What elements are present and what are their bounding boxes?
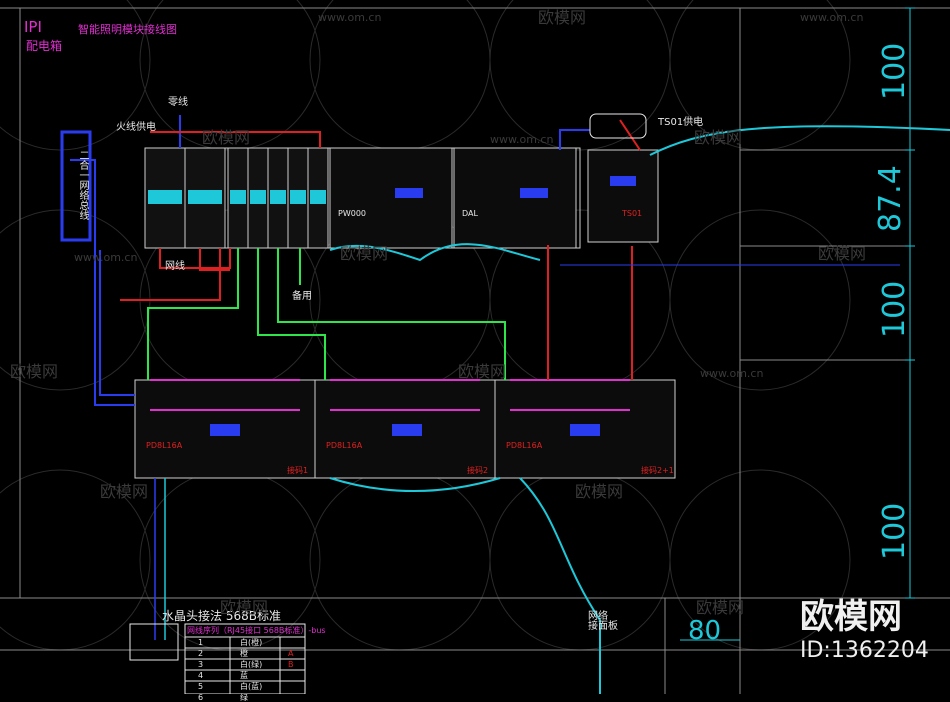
rj45-cell-sig: B <box>288 660 294 669</box>
cabinet-label: 配电箱 <box>26 39 63 53</box>
wires <box>70 115 900 640</box>
brand-logo: 欧模网 <box>800 597 902 637</box>
dimension-lines <box>680 7 915 641</box>
watermark-brand: 欧模网 <box>694 128 743 147</box>
rj45-cell-no: 3 <box>198 660 204 669</box>
crystal-head-title: 水晶头接法 568B标准 <box>162 609 281 623</box>
sheet-frame <box>0 7 950 694</box>
address-3: 接码2+1 <box>641 466 674 475</box>
watermark-brand: 欧模网 <box>202 128 251 147</box>
dimension-80: 80 <box>688 616 722 646</box>
rj45-cell-color: 绿 <box>240 693 248 702</box>
rj45-cell-color: 白(橙) <box>240 638 263 647</box>
watermark-brand: 欧模网 <box>340 244 389 263</box>
bus-note-label: 二合一网络总线 <box>77 150 88 220</box>
watermark-brand: 欧模网 <box>538 8 587 27</box>
rj45-cell-color: 白(蓝) <box>240 682 263 691</box>
dimension-middle: 100 <box>877 280 912 338</box>
watermark-brand: 欧模网 <box>818 244 867 263</box>
watermark-url: www.om.cn <box>700 367 764 380</box>
dimension-top: 100 <box>877 42 912 100</box>
rj45-cell-no: 5 <box>198 682 204 691</box>
watermark-brand: 欧模网 <box>696 598 745 617</box>
rj45-table-grid <box>184 623 306 694</box>
watermark-brand: 欧模网 <box>575 482 624 501</box>
module-2-name: PD8L16A <box>326 441 363 450</box>
watermark-url: www.om.cn <box>74 251 138 264</box>
neutral-label: 零线 <box>168 97 188 108</box>
rj45-icon <box>129 623 179 661</box>
dal-module-name: DAL <box>462 209 478 218</box>
watermark-brand: 欧模网 <box>458 362 507 381</box>
watermark-brand: 欧模网 <box>100 482 149 501</box>
watermark-url: www.om.cn <box>490 133 554 146</box>
watermark-url: www.om.cn <box>318 11 382 24</box>
ipi-label: IPI <box>24 18 42 36</box>
ts01-supply-label: TS01供电 <box>658 117 704 128</box>
address-1: 接码1 <box>287 466 309 475</box>
watermark-brand: 欧模网 <box>220 598 269 617</box>
drawing-title: 智能照明模块接线图 <box>78 23 177 36</box>
ts01-module-name: TS01 <box>622 209 643 218</box>
module-1-name: PD8L16A <box>146 441 183 450</box>
rj45-cell-no: 2 <box>198 649 204 658</box>
rj45-cell-no: 6 <box>198 693 204 702</box>
rj45-table-header: 网线序列（RJ45接口 568B标准）-bus <box>187 626 326 635</box>
watermark-url: www.om.cn <box>800 11 864 24</box>
network-label: 网线 <box>165 261 185 272</box>
rj45-cell-color: 蓝 <box>240 671 248 680</box>
pw-module-name: PW000 <box>338 209 367 218</box>
brand-id: ID:1362204 <box>800 638 929 663</box>
spare-label: 备用 <box>292 291 312 302</box>
rj45-cell-color: 橙 <box>240 649 248 658</box>
address-2: 接码2 <box>467 466 489 475</box>
live-supply-label: 火线供电 <box>116 122 156 133</box>
module-3-name: PD8L16A <box>506 441 543 450</box>
rj45-cell-sig: A <box>288 649 294 658</box>
watermark-brand: 欧模网 <box>10 362 59 381</box>
dimension-874: 87.4 <box>873 165 908 232</box>
rj45-cell-no: 1 <box>198 638 204 647</box>
rj45-cell-color: 白(绿) <box>240 660 263 669</box>
rj45-cell-no: 4 <box>198 671 204 680</box>
upper-modules <box>329 147 659 249</box>
dimension-bottom: 100 <box>877 502 912 560</box>
network-panel-label: 网络 接面板 <box>588 611 618 632</box>
